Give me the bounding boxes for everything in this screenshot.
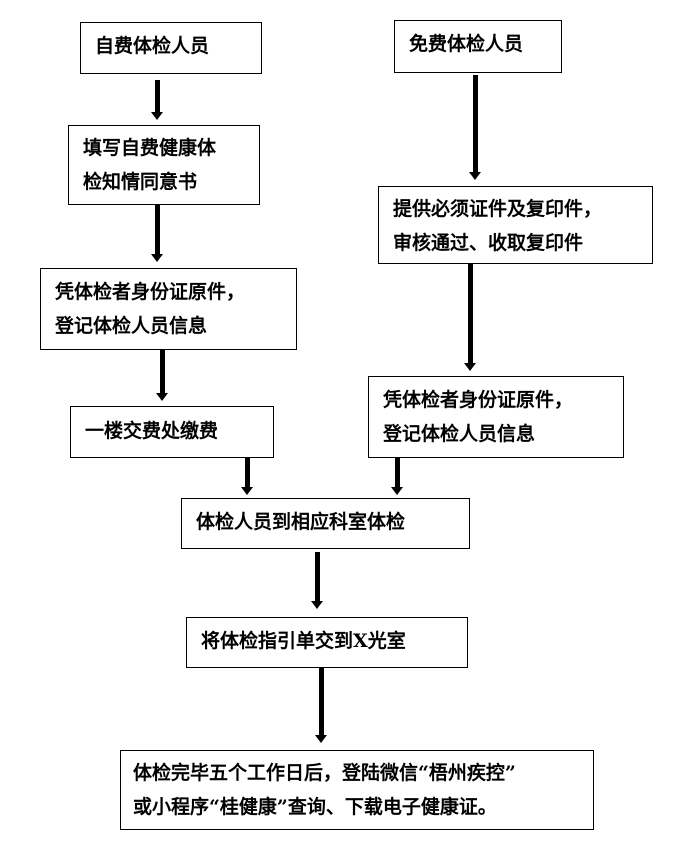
arrow-down-icon: [464, 264, 476, 371]
node-text: 凭体检者身份证原件，: [55, 281, 246, 303]
node-text: 登记体检人员信息: [55, 315, 208, 337]
node-text: 自费体检人员: [95, 35, 210, 57]
node-free-start: 免费体检人员: [394, 20, 562, 73]
node-register-id-left: 凭体检者身份证原件， 登记体检人员信息: [40, 268, 297, 350]
arrow-down-icon: [241, 458, 253, 495]
arrow-down-icon: [151, 205, 163, 262]
node-register-id-right: 凭体检者身份证原件， 登记体检人员信息: [368, 376, 624, 458]
node-xray-room: 将体检指引单交到X光室: [186, 617, 468, 668]
arrow-down-icon: [151, 80, 163, 120]
node-text: 提供必须证件及复印件，: [393, 198, 603, 220]
node-text: 检知情同意书: [83, 171, 198, 193]
node-text: 填写自费健康体: [83, 137, 217, 159]
node-department-exam: 体检人员到相应科室体检: [181, 498, 470, 549]
arrow-down-icon: [391, 458, 403, 495]
node-text: 一楼交费处缴费: [85, 420, 219, 442]
node-text: 免费体检人员: [409, 33, 524, 55]
node-fill-consent-form: 填写自费健康体 检知情同意书: [68, 125, 260, 205]
node-self-paid-start: 自费体检人员: [80, 22, 262, 74]
node-text: 登记体检人员信息: [383, 423, 536, 445]
node-text: 体检人员到相应科室体检: [196, 511, 406, 533]
node-final-result: 体检完毕五个工作日后，登陆微信“梧州疾控” 或小程序“桂健康”查询、下载电子健康…: [120, 750, 594, 830]
node-text: 将体检指引单交到X光室: [201, 630, 406, 652]
arrow-down-icon: [311, 552, 323, 609]
node-text: 或小程序“桂健康”查询、下载电子健康证。: [133, 796, 497, 818]
node-text: 体检完毕五个工作日后，登陆微信“梧州疾控”: [133, 762, 516, 784]
node-text: 审核通过、收取复印件: [393, 232, 584, 254]
arrow-down-icon: [315, 668, 327, 743]
node-provide-documents: 提供必须证件及复印件， 审核通过、收取复印件: [378, 186, 653, 264]
arrow-down-icon: [156, 350, 168, 401]
node-pay-fee: 一楼交费处缴费: [70, 406, 274, 458]
arrow-down-icon: [469, 75, 481, 180]
node-text: 凭体检者身份证原件，: [383, 389, 574, 411]
